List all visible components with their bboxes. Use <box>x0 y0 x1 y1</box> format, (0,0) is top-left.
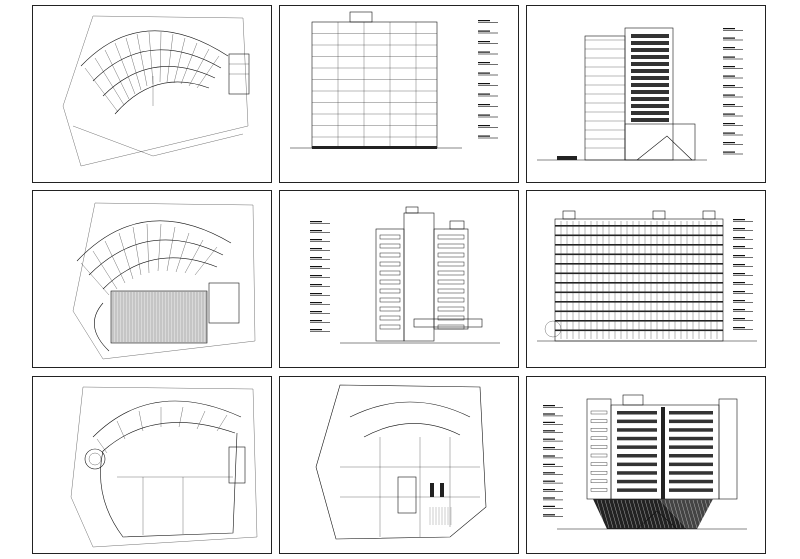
sheet-plan-second-floor[interactable] <box>32 190 272 368</box>
building-section-b-drawing <box>537 27 743 161</box>
building-section-drawing <box>290 11 498 149</box>
sheet-section-a[interactable] <box>279 5 519 183</box>
sheet-plan-ground-floor[interactable] <box>32 376 272 554</box>
front-elevation-drawing <box>543 394 747 530</box>
sheet-plan-typical-floor[interactable] <box>32 5 272 183</box>
side-elevation-drawing <box>310 206 500 344</box>
sheet-elevation-side[interactable] <box>279 190 519 368</box>
sheet-section-b[interactable] <box>526 5 766 183</box>
rear-elevation-drawing <box>537 210 757 342</box>
podium-plan-drawing <box>72 202 256 360</box>
curved-wing-plan-drawing <box>62 15 250 167</box>
basement-plan-drawing <box>315 384 487 540</box>
sheet-plan-basement[interactable] <box>279 376 519 554</box>
sheet-elevation-rear[interactable] <box>526 190 766 368</box>
ground-floor-plan-drawing <box>70 386 258 548</box>
sheet-elevation-front[interactable] <box>526 376 766 554</box>
